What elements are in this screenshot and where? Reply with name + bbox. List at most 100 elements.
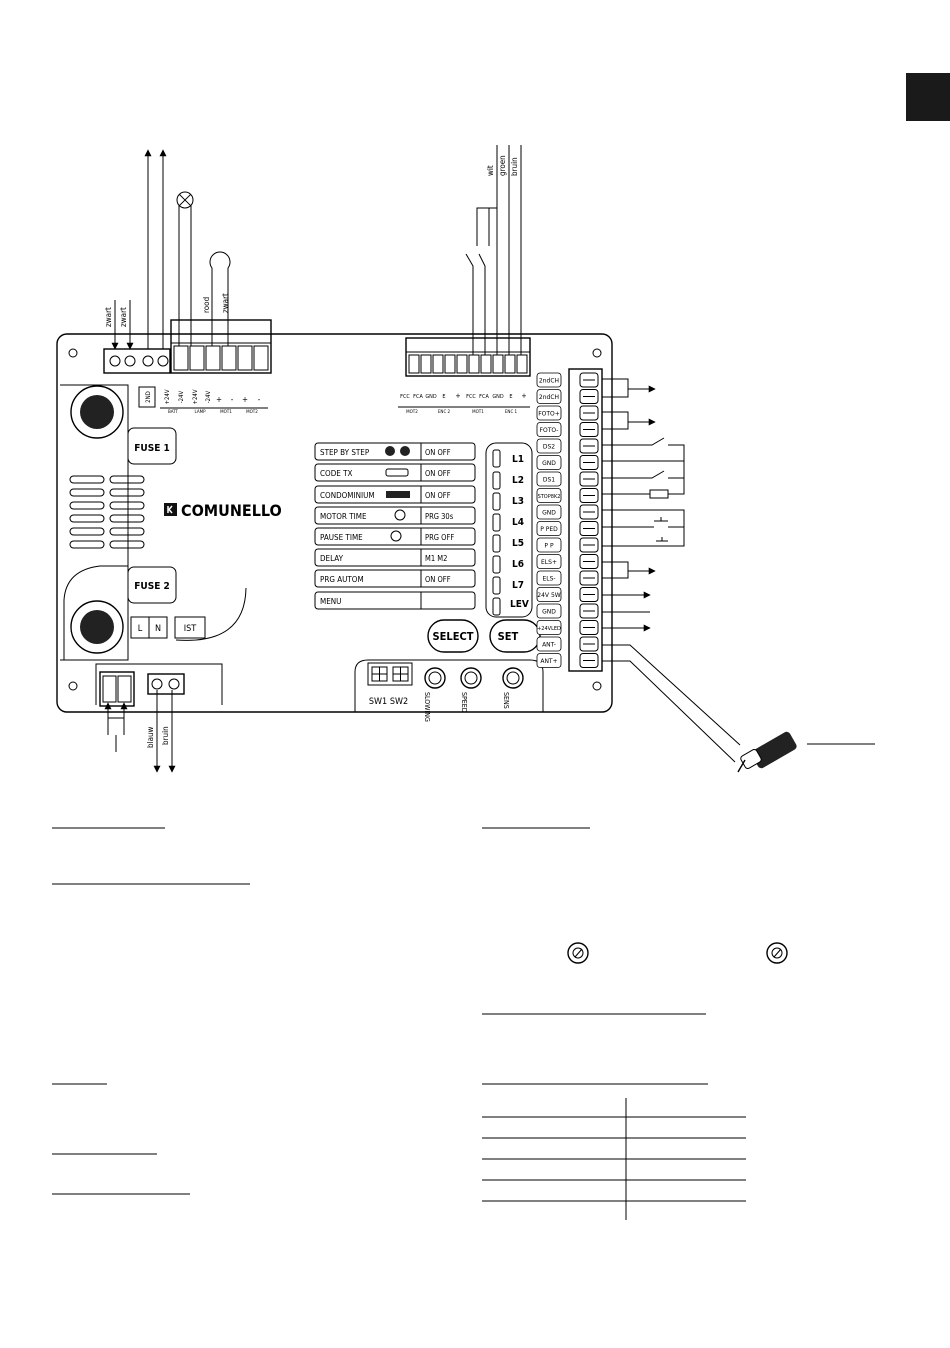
dip-switch[interactable]	[367, 662, 413, 686]
encoder-terminal-label: GND	[425, 394, 437, 400]
top-group-label: MOT2	[246, 409, 258, 415]
power-label-ist: IST	[184, 624, 197, 634]
wire-label: zwart	[119, 307, 128, 327]
menu-item-label: STEP BY STEP	[320, 448, 370, 457]
menu-item-options: PRG OFF	[425, 533, 454, 542]
right-terminal-label: GND	[542, 510, 556, 517]
right-terminal-label-group: 2ndCH2ndCHFOTO+FOTO-DS2GNDDS1STOP8K2GNDP…	[536, 372, 562, 668]
menu-item-label: PAUSE TIME	[320, 533, 363, 542]
right-terminal-screw	[579, 636, 599, 652]
menu-item-label: MENU	[320, 597, 341, 606]
encoder-terminal-label: E	[442, 394, 445, 400]
encoder-terminal-label: FCA	[479, 394, 489, 400]
top-terminal-label: -24V	[178, 390, 185, 403]
trimmer-sens[interactable]	[502, 667, 524, 689]
capacitor-2-outline	[63, 565, 128, 660]
right-terminal-label: +24VLED	[537, 626, 561, 632]
right-terminal-screw	[579, 504, 599, 520]
trimmer-label: SENS	[502, 692, 510, 709]
right-terminal-label-box	[536, 636, 562, 652]
encoder-terminal-label: E	[509, 394, 512, 400]
led-label: L5	[512, 538, 524, 549]
right-terminal-label-box	[536, 603, 562, 619]
led-label: L4	[512, 517, 524, 528]
top-terminal-label: 2ND	[145, 391, 152, 403]
right-terminal-screw	[579, 488, 599, 503]
led-label: L6	[512, 559, 524, 570]
right-terminal-label-box	[536, 488, 562, 503]
right-terminal-label: FOTO+	[538, 411, 560, 418]
led-label: L3	[512, 496, 524, 507]
encoder-group-label: ENC 2	[438, 409, 451, 415]
top-terminal-label: +24V	[164, 389, 171, 404]
right-terminal-label-box	[536, 570, 562, 586]
capacitor-bottom	[70, 600, 124, 654]
right-terminal-screw	[579, 455, 599, 470]
set-button[interactable]	[489, 619, 541, 653]
right-terminal-label: 24V 5W	[537, 592, 560, 599]
fuse1-box	[127, 427, 177, 465]
menu-item-options: ON OFF	[425, 469, 451, 478]
right-terminal-label-box	[536, 455, 562, 470]
menu-item-label: CONDOMINIUM	[320, 491, 375, 500]
right-terminal-label: 2ndCH	[539, 378, 559, 385]
encoder-terminal-label: +	[521, 392, 526, 400]
trimmer-slowing[interactable]	[424, 667, 446, 689]
menu-item-options: ON OFF	[425, 448, 451, 457]
dip-label: SW1	[369, 697, 387, 707]
right-terminal-label-box	[536, 438, 562, 454]
led-label: LEV	[510, 599, 529, 610]
power-terminal	[99, 671, 135, 707]
wire-label: rood	[202, 297, 211, 313]
right-terminal-label: STOP8K2	[538, 494, 561, 500]
lamp-icon	[176, 191, 194, 209]
right-terminal-screw	[579, 570, 599, 586]
menu-item-options: M1 M2	[425, 554, 447, 563]
menu-table: STEP BY STEP ON OFF CODE TX ON OFF CONDO…	[314, 442, 476, 610]
right-terminal-label-box	[536, 587, 562, 602]
right-terminal-screw	[579, 603, 599, 619]
antenna-connector	[737, 731, 797, 773]
right-terminal-label: ANT+	[540, 658, 557, 665]
encoder-wire-label: bruin	[510, 157, 519, 176]
set-button-label: SET	[498, 630, 519, 643]
right-terminal-label-box	[536, 521, 562, 536]
right-terminal-label-box	[536, 537, 562, 553]
ground-terminal	[147, 673, 185, 695]
right-terminal-screw	[579, 620, 599, 635]
control-board	[56, 333, 613, 713]
right-terminal-strip	[568, 368, 603, 672]
brand-logo: COMUNELLO	[181, 501, 282, 520]
right-terminal-label-box	[536, 372, 562, 388]
select-button[interactable]	[427, 619, 479, 653]
right-terminal-label-box	[536, 471, 562, 487]
note-icon	[567, 942, 589, 964]
right-terminal-screw	[579, 372, 599, 388]
right-terminal-label: GND	[542, 609, 556, 616]
led-label: L7	[512, 580, 524, 591]
menu-item-options: ON OFF	[425, 575, 451, 584]
encoder-terminal-label: FCA	[413, 394, 423, 400]
top-terminal-label: +	[216, 395, 222, 404]
encoder-wire-label: wit	[486, 165, 495, 176]
right-terminal-screw	[579, 438, 599, 454]
encoder-terminal-label: FCC	[466, 394, 476, 400]
right-terminal-label: P P	[544, 543, 554, 550]
menu-item-options: ON OFF	[425, 491, 451, 500]
led-strips	[492, 449, 501, 616]
fuse2-label: FUSE 2	[134, 581, 169, 592]
mounting-hole	[592, 348, 602, 358]
mounting-hole	[68, 681, 78, 691]
trimmer-speed[interactable]	[460, 667, 482, 689]
page-tab	[906, 73, 950, 121]
encoder-wire-label: groen	[498, 155, 507, 176]
right-terminal-screw	[579, 587, 599, 602]
encoder-terminal-label: +	[455, 392, 460, 400]
mounting-hole	[592, 681, 602, 691]
menu-item-label: DELAY	[320, 554, 344, 563]
right-terminal-screw	[579, 422, 599, 437]
empty-table	[482, 1098, 746, 1220]
encoder-terminal-label: GND	[492, 394, 504, 400]
right-terminal-screw	[579, 389, 599, 404]
